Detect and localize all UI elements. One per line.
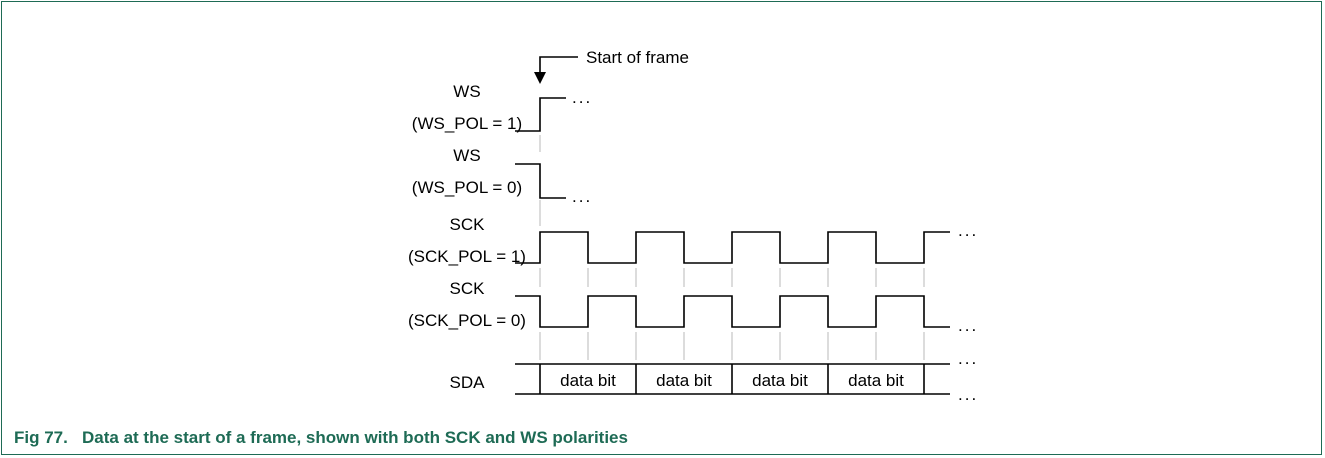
ws-pol1-name: WS — [453, 82, 480, 101]
sck-pol0-waveform: ... — [515, 295, 978, 335]
sda-ellipsis-bottom: ... — [958, 385, 978, 404]
sck-pol1-name: SCK — [450, 215, 486, 234]
ws-pol1-ellipsis: ... — [572, 88, 592, 107]
ws-pol1-condition: (WS_POL = 1) — [412, 114, 522, 133]
sck-pol1-condition: (SCK_POL = 1) — [408, 247, 526, 266]
sck-pol0-condition: (SCK_POL = 0) — [408, 311, 526, 330]
ws-pol0-waveform: ... — [515, 163, 592, 206]
ws-pol0-ellipsis: ... — [572, 187, 592, 206]
sda-ellipsis-top: ... — [958, 349, 978, 368]
sda-data-bit: data bit — [848, 371, 904, 390]
sda-name: SDA — [450, 373, 486, 392]
sda-data-bit: data bit — [560, 371, 616, 390]
figure-caption: Fig 77. Data at the start of a frame, sh… — [14, 428, 628, 447]
ws-pol0-name: WS — [453, 146, 480, 165]
start-of-frame-label: Start of frame — [586, 48, 689, 67]
timing-guides — [539, 135, 925, 360]
sck-pol0-ellipsis: ... — [958, 316, 978, 335]
sda-data-bit: data bit — [656, 371, 712, 390]
ws-pol0-trace — [515, 163, 566, 199]
ws-pol1-waveform: ... — [515, 88, 592, 132]
start-of-frame-marker: Start of frame — [534, 48, 689, 84]
sck-pol1-waveform: ... — [515, 221, 978, 264]
sda-data-bit: data bit — [752, 371, 808, 390]
sck-pol0-name: SCK — [450, 279, 486, 298]
start-of-frame-arrowhead — [534, 72, 546, 84]
sck-pol1-trace — [515, 231, 950, 264]
ws-pol1-trace — [515, 97, 566, 132]
ws-pol0-condition: (WS_POL = 0) — [412, 178, 522, 197]
sda-waveform: data bit data bit data bit data bit ... … — [515, 349, 978, 404]
signal-labels: WS (WS_POL = 1) WS (WS_POL = 0) SCK (SCK… — [408, 82, 526, 392]
sck-pol1-ellipsis: ... — [958, 221, 978, 240]
start-of-frame-line — [539, 56, 578, 76]
sck-pol0-trace — [515, 295, 950, 328]
